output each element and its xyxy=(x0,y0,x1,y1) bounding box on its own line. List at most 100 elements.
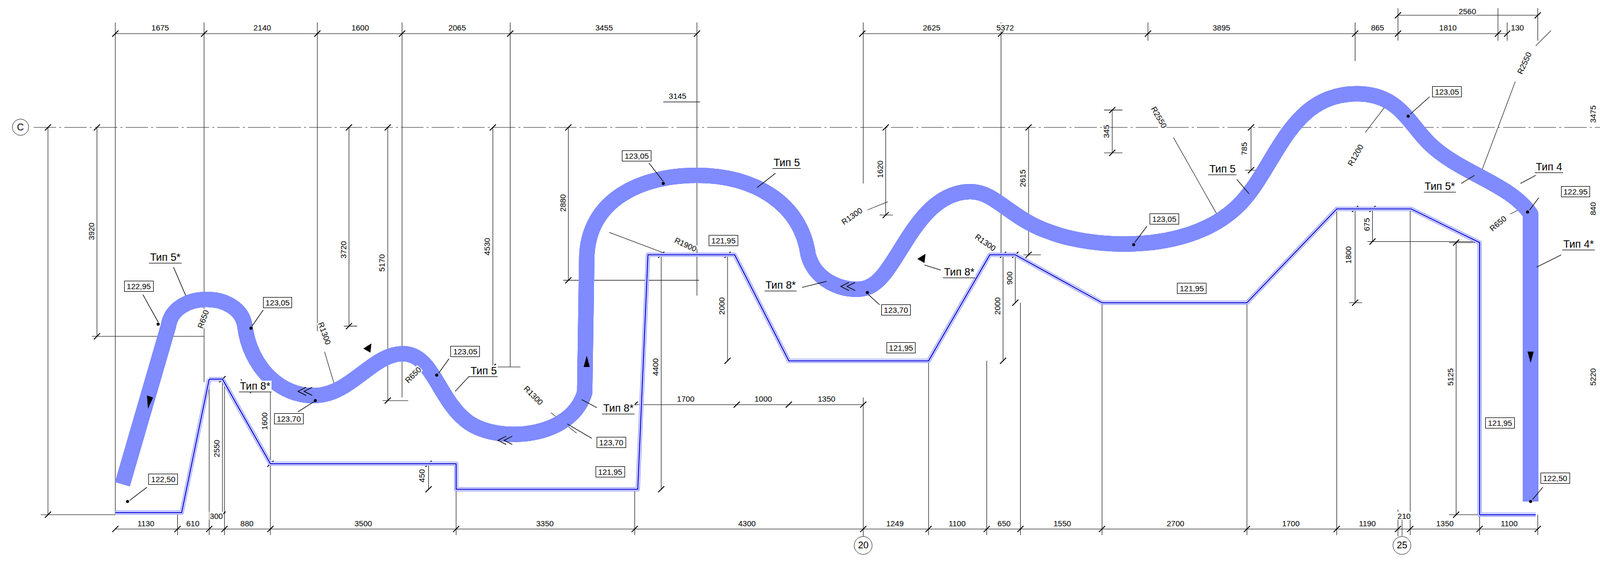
radius-label: R1300 xyxy=(839,206,864,227)
mark-text: 121,95 xyxy=(1487,419,1513,428)
dimension-value: 1675 xyxy=(151,23,170,32)
elevation-mark: 123,70 xyxy=(881,304,911,316)
mark-text: 122,50 xyxy=(1543,474,1568,483)
elevation-mark: 123,05 xyxy=(621,150,652,162)
type-label: Тип 5 xyxy=(772,157,801,169)
dimension-value: 2625 xyxy=(922,23,941,32)
mark-text: 122,50 xyxy=(151,475,176,484)
mark-text: C xyxy=(16,122,24,133)
dimension-value: 1600 xyxy=(260,411,269,431)
mark-text: 122,95 xyxy=(1563,187,1588,196)
dimension-value: 3500 xyxy=(354,519,373,528)
radius-label: R650 xyxy=(1487,214,1509,234)
dimension-value: 1249 xyxy=(885,519,904,528)
mark-text: 20 xyxy=(858,540,869,551)
mark-text: 121,95 xyxy=(889,344,914,352)
mark-text: 123,05 xyxy=(1152,215,1177,224)
dimension-value: 3720 xyxy=(338,240,347,259)
dimension-value: 2550 xyxy=(212,439,221,458)
mark-text: 121,95 xyxy=(1179,284,1204,293)
elevation-mark: 121,95 xyxy=(708,235,739,247)
dimension-value: 5220 xyxy=(1588,368,1597,387)
type-label: Тип 5* xyxy=(148,252,182,264)
mark-text: 123,05 xyxy=(624,152,649,160)
type-label: Тип 5* xyxy=(1423,180,1457,193)
dimension-value: 2880 xyxy=(558,193,567,213)
dimension-value: 2615 xyxy=(1018,169,1027,188)
axis-lines xyxy=(33,127,1600,539)
type-label: Тип 5 xyxy=(469,365,498,378)
dimension-value: 1600 xyxy=(350,23,370,32)
dimension-value: 2140 xyxy=(253,23,272,32)
elevation-mark: 122,50 xyxy=(148,474,178,486)
type-label: Тип 8* xyxy=(601,403,635,415)
axis-marker: 20 xyxy=(853,536,873,556)
dimension-value: 2700 xyxy=(1166,519,1185,528)
mark-text: 123,70 xyxy=(276,415,301,424)
slide-channel xyxy=(122,93,1531,502)
elevation-mark: 123,05 xyxy=(1149,213,1180,225)
dimension-value: 1800 xyxy=(1343,245,1352,265)
dimension-value: 4300 xyxy=(737,519,757,528)
dimension-value: 5170 xyxy=(377,253,386,273)
dimension-value: 5372 xyxy=(995,23,1015,32)
dimension-value: 5125 xyxy=(1445,368,1454,387)
mark-text: 25 xyxy=(1396,540,1408,551)
type-label: Тип 8* xyxy=(942,266,976,279)
flow-arrows xyxy=(146,254,1534,446)
radius-label: R650 xyxy=(403,365,424,386)
dimension-value: 2000 xyxy=(992,296,1001,316)
elevation-mark: 121,95 xyxy=(595,466,626,478)
dimension-value: 3475 xyxy=(1588,104,1597,124)
dimension-value: 1130 xyxy=(136,519,155,528)
lower-track xyxy=(115,208,1536,516)
dimension-value: 3895 xyxy=(1212,23,1231,32)
radius-label: R2550 xyxy=(1149,104,1169,130)
dimension-value: 1000 xyxy=(753,395,773,404)
dimension-value: 2560 xyxy=(1457,7,1477,16)
mark-text: 121,95 xyxy=(711,236,736,245)
mark-text: 123,70 xyxy=(883,306,909,315)
dimension-value: 300 xyxy=(209,511,224,520)
dimension-lines xyxy=(41,8,1552,537)
dimension-value: 1350 xyxy=(1435,519,1455,528)
dimension-value: 4530 xyxy=(482,237,491,256)
elevation-mark: 123,05 xyxy=(263,297,293,309)
radius-label: R650 xyxy=(195,308,210,330)
elevation-mark: 121,95 xyxy=(1176,283,1207,295)
dimension-value: 900 xyxy=(1005,271,1014,286)
mark-text: 121,95 xyxy=(598,468,623,477)
dimension-value: 675 xyxy=(1362,217,1371,232)
dimension-value: 450 xyxy=(417,469,426,484)
radius-label: R1300 xyxy=(316,320,333,347)
mark-text: 123,70 xyxy=(599,438,624,447)
dimension-value: 3350 xyxy=(535,519,555,528)
axis-marker: 25 xyxy=(1392,536,1412,556)
mark-text: 122,95 xyxy=(126,282,152,291)
dimension-value: 1620 xyxy=(875,159,884,179)
dimension-value: 1700 xyxy=(676,395,696,404)
type-label: Тип 8* xyxy=(238,380,272,393)
elevation-mark: 121,95 xyxy=(886,342,917,354)
dimension-value: 210 xyxy=(1396,511,1412,520)
radius-label: R1300 xyxy=(973,232,998,254)
dimension-value: 650 xyxy=(997,519,1012,528)
dimension-value: 3455 xyxy=(594,23,613,32)
dimension-value: 2065 xyxy=(447,23,467,32)
axis-marker: C xyxy=(12,118,29,136)
mark-text: 123,05 xyxy=(1434,87,1459,96)
dimension-value: 1700 xyxy=(1281,519,1301,528)
radius-label: R2550 xyxy=(1515,50,1534,76)
mark-text: 123,05 xyxy=(265,298,290,307)
dimension-value: 840 xyxy=(1588,202,1597,217)
dimension-value: 3920 xyxy=(86,222,95,241)
dimension-value: 3145 xyxy=(668,92,687,100)
type-label: Тип 4 xyxy=(1534,161,1564,174)
dimension-value: 1550 xyxy=(1052,519,1072,528)
type-label: Тип 5 xyxy=(1208,163,1237,176)
dimension-value: 1350 xyxy=(817,395,836,404)
dimension-value: 130 xyxy=(1510,23,1525,32)
dimension-value: 2000 xyxy=(717,296,726,316)
dimension-value: 1100 xyxy=(1500,519,1518,528)
